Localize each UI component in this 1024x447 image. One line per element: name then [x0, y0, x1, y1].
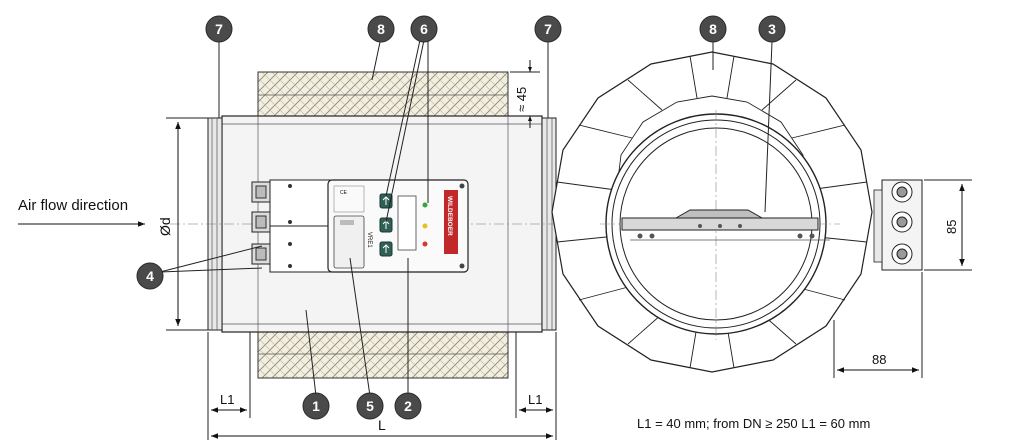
badge-4: 4: [136, 262, 164, 290]
badge-6: 6: [410, 15, 438, 43]
led-yellow: [422, 223, 428, 229]
led-green: [422, 202, 428, 208]
insulation-top: [257, 71, 509, 118]
badge-3: 3: [758, 15, 786, 43]
brand-text: WILDEBOER: [446, 196, 453, 236]
badge-5: 5: [356, 392, 384, 420]
l1-right-label: L1: [528, 392, 542, 407]
gland-ports: [891, 181, 913, 265]
height-85-label: 85: [944, 220, 959, 234]
badge-8-right: 8: [699, 15, 727, 43]
label-plate: [333, 215, 365, 269]
svg-text:5: 5: [366, 398, 374, 414]
badge-1: 1: [302, 392, 330, 420]
l1-left-label: L1: [220, 392, 234, 407]
svg-text:8: 8: [377, 21, 385, 37]
side-view: CE VRE1 WILDEBOER Air flow direction Ød: [18, 39, 580, 440]
svg-text:8: 8: [709, 21, 717, 37]
cable-glands: [251, 181, 271, 265]
length-label: L: [378, 417, 386, 433]
panel-code: VRE1: [366, 232, 372, 248]
svg-text:6: 6: [420, 21, 428, 37]
svg-text:2: 2: [404, 398, 412, 414]
svg-text:3: 3: [768, 21, 776, 37]
svg-text:7: 7: [544, 21, 552, 37]
svg-text:CE: CE: [340, 190, 348, 196]
badge-8-left: 8: [367, 15, 395, 43]
badge-7-right: 7: [534, 15, 562, 43]
width-88-label: 88: [872, 352, 886, 367]
svg-text:1: 1: [312, 398, 320, 414]
display: [397, 195, 417, 251]
svg-text:7: 7: [215, 21, 223, 37]
svg-text:4: 4: [146, 268, 154, 284]
air-flow-label: Air flow direction: [18, 197, 128, 214]
badge-7-left: 7: [205, 15, 233, 43]
insulation-label: ≈ 45: [514, 87, 529, 112]
badge-2: 2: [394, 392, 422, 420]
diameter-label: Ød: [157, 217, 173, 236]
led-red: [422, 241, 428, 247]
brand-strip: [444, 190, 458, 254]
front-view: 85 88 L1 = 40 mm; from DN ≥ 250 L1 = 60 …: [551, 41, 972, 431]
note-text: L1 = 40 mm; from DN ≥ 250 L1 = 60 mm: [637, 416, 870, 431]
